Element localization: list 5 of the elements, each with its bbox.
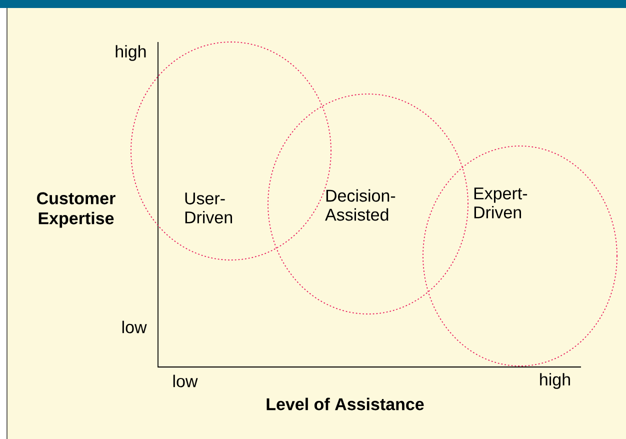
axis-label: low bbox=[173, 374, 198, 388]
axis-label: high bbox=[116, 45, 146, 61]
axis-label: low bbox=[122, 320, 147, 334]
axis-label: Customer Expertise bbox=[37, 192, 116, 228]
axis-label: Level of Assistance bbox=[266, 398, 424, 410]
